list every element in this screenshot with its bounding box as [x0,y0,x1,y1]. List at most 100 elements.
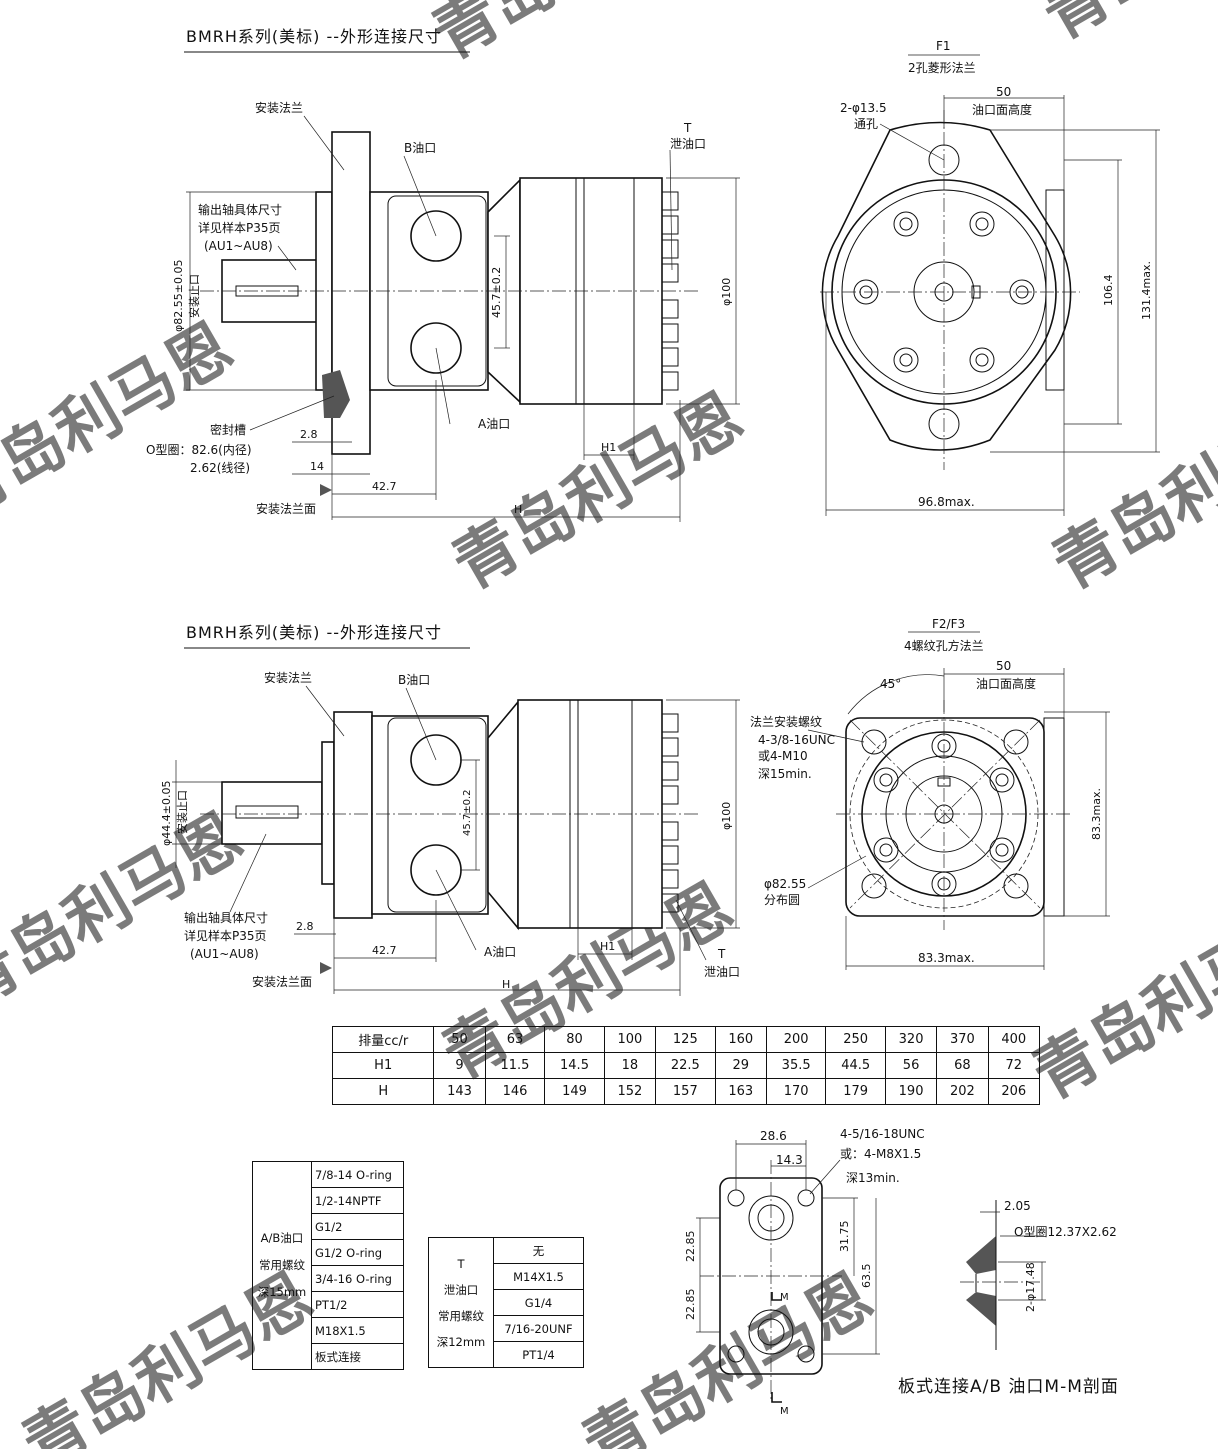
table-cell: 7/16-20UNF [493,1315,584,1342]
table-cell: G1/2 O-ring [311,1239,404,1266]
dim-h-label: H [514,503,522,516]
table-cell: 1/2-14NPTF [311,1187,404,1214]
datum-mark [320,484,332,496]
seal-groove-label: 密封槽 [210,422,246,437]
dim-1064-label: 106.4 [1102,275,1115,307]
thread-label: 4-5/16-18UNC [840,1127,925,1141]
port-block [387,717,487,913]
table-cell: 320 [884,1026,938,1053]
section-title: BMRH系列(美标) --外形连接尺寸 [186,623,442,642]
f1-label: F1 [936,39,951,53]
leader [303,115,345,171]
dim-h1-label: H1 [600,940,615,953]
pilot-dim-label: φ82.55±0.05 [172,260,185,332]
mount-flange-label: 安装法兰 [255,100,303,115]
body-dia-label: φ100 [720,802,733,830]
table-cell: 29 [714,1052,767,1079]
ab-label: 深15mm [257,1285,307,1299]
seal-groove-hatch [322,370,350,418]
table-cell: M18X1.5 [311,1317,404,1344]
f23-desc: 4螺纹孔方法兰 [904,638,984,653]
port-spacing-label: 45.7±0.2 [462,789,473,836]
table-row: H1 9 11.5 14.5 18 22.5 29 35.5 44.5 56 6… [331,1052,1041,1079]
table-cell: 170 [765,1078,827,1105]
oring-label: 2.62(线径) [190,461,250,475]
mount-flange-label: 安装法兰 [264,670,312,685]
datum-mark [320,962,332,974]
bolt-circles [873,733,1015,897]
displacement-table: 排量cc/r 50 63 80 100 125 160 200 250 320 … [331,1026,1041,1105]
table-row: 排量cc/r 50 63 80 100 125 160 200 250 320 … [331,1026,1041,1053]
port-height-label: 油口面高度 [976,676,1036,691]
shaft-note: 输出轴具体尺寸 [184,910,268,925]
thread-label: 或：4-M8X1.5 [840,1147,921,1161]
port-spacing-label: 45.7±0.2 [490,267,503,318]
table-cell: 163 [714,1078,767,1105]
t-label: 深12mm [436,1334,486,1349]
table-cell: 9 [433,1052,486,1079]
t-label: T [683,121,692,135]
table-cell: PT1/2 [311,1291,404,1318]
table-cell: 7/8-14 O-ring [311,1161,404,1188]
ab-label: 常用螺纹 [259,1258,305,1272]
pilot-label: 安装止口 [187,274,201,318]
square-flange [845,717,1045,917]
leader [277,245,297,271]
watermark: 青岛利马恩 [1021,890,1218,1114]
oring-label: O型圈：82.6(内径) [146,443,252,457]
watermark: 青岛利马恩 [441,380,755,604]
table-cell: 50 [433,1026,486,1053]
table-row: A/B油口 常用螺纹 深15mm 7/8-14 O-ring [252,1161,404,1370]
table-cell: 72 [987,1052,1041,1079]
side-view-top: 安装法兰 B油口 T 泄油口 输出轴具体尺寸 详见样本P35页 (AU1~AU8… [146,100,740,522]
dim-28-label: 2.8 [296,920,314,933]
pcd-label: φ82.55 [764,877,806,891]
section-hatch [966,1236,996,1274]
shaft-note: 详见样本P35页 [198,220,281,235]
thread-holes [861,729,1029,899]
pcd-label: 分布圆 [764,893,800,907]
dim-14-label: 14 [310,460,324,473]
b-port-label: B油口 [398,673,430,687]
port-face-block [1043,717,1065,917]
ab-label: A/B油口 [260,1231,304,1245]
dim-1748-label: 2-φ17.48 [1024,1262,1037,1312]
leader [229,833,267,913]
dim-2285-label: 22.85 [684,1289,697,1321]
leader [403,155,437,237]
angle-arc [847,674,945,715]
dim-427-label: 42.7 [372,944,397,957]
leader [807,729,865,743]
table-cell: 11.5 [484,1052,546,1079]
section-detail: 2.05 O型圈12.37X2.62 2-φ17.48 板式连接A/B 油口M-… [898,1199,1118,1397]
table-cell: 68 [936,1052,989,1079]
t-drain-label: 泄油口 [670,137,706,151]
dim-h-label: H [502,978,510,991]
hole-label: 2-φ13.5 [840,101,887,115]
thread-label: 或4-M10 [758,749,808,763]
table-cell: 400 [987,1026,1041,1053]
table-cell: 板式连接 [311,1343,404,1370]
dim-1314-label: 131.4max. [1140,261,1153,320]
taper [487,699,519,931]
port-height-label: 油口面高度 [972,102,1032,117]
leader [879,123,945,161]
plate-view: 28.6 14.3 4-5/16-18UNC 或：4-M8X1.5 深13min… [684,1127,925,1417]
output-shaft [221,781,323,845]
table-cell: M14X1.5 [493,1263,584,1290]
shaft-keyway [235,805,299,819]
table-row: T 泄油口 常用螺纹 深12mm 无 [428,1237,584,1368]
table-cell: 44.5 [825,1052,886,1079]
table-row: M14X1.5 [429,1263,584,1290]
oring-label: O型圈12.37X2.62 [1014,1225,1117,1239]
ab-merged-cell: A/B油口 常用螺纹 深15mm [252,1161,312,1370]
table-cell: 100 [603,1026,657,1053]
dim-427-label: 42.7 [372,480,397,493]
side-view-mid: 安装法兰 B油口 φ44.4±0.05 安装止口 45.7±0.2 φ100 输… [160,670,740,996]
table-row: 7/16-20UNF [429,1315,584,1342]
table-cell: 排量cc/r [331,1026,435,1053]
t-label: 泄油口 [443,1282,479,1297]
diag-line [849,719,1041,909]
table-cell: 143 [433,1078,486,1105]
